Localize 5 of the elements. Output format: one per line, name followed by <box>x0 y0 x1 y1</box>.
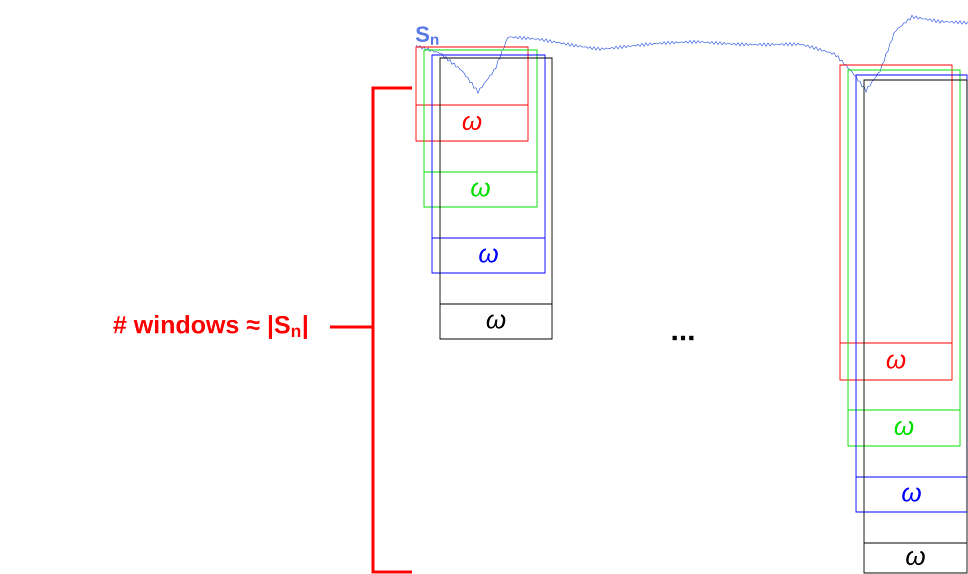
ellipsis: ... <box>672 336 694 340</box>
window-box: ω <box>416 46 528 142</box>
window-box: ω <box>840 64 952 380</box>
series-label: S$_{n}$ <box>416 26 438 45</box>
window-count-label: # windows ≈ |S$_{n}$| <box>113 315 307 339</box>
